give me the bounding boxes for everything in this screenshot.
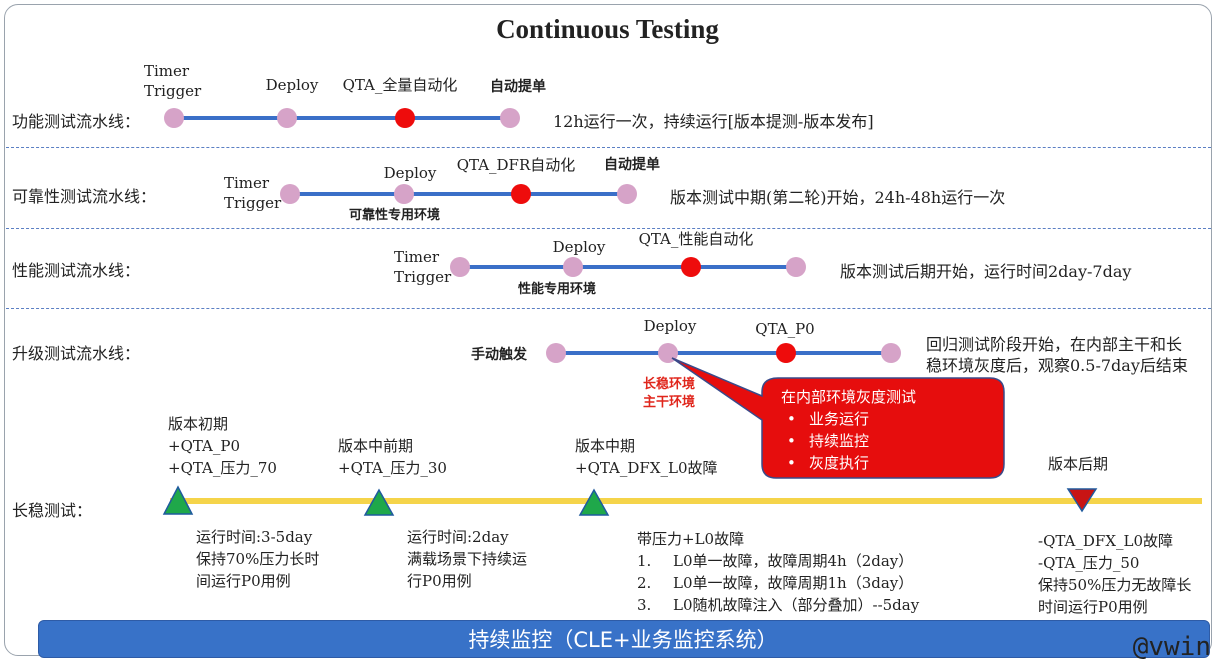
row-separator xyxy=(6,308,1211,309)
stage-label-qta: QTA_全量自动化 xyxy=(342,76,458,94)
row-separator xyxy=(6,228,1211,229)
stage-label-ticket: 自动提单 xyxy=(490,79,546,95)
diagram-title: Continuous Testing xyxy=(496,14,719,44)
stage-label-deploy: Deploy xyxy=(643,317,697,335)
phase-bottom-list-item: 2.L0单一故障，故障周期1h（3day） xyxy=(637,574,914,592)
pipeline-note-functional: 12h运行一次，持续运行[版本提测-版本发布] xyxy=(553,112,874,131)
longrun-label: 长稳测试： xyxy=(12,501,93,520)
stage-node-ticket xyxy=(617,184,637,204)
stage-node-deploy xyxy=(394,184,414,204)
stage-node-qta xyxy=(511,184,531,204)
phase-bottom-line: 间运行P0用例 xyxy=(196,572,291,590)
stage-node-end xyxy=(881,343,901,363)
phase-top-line: 版本中前期 xyxy=(338,437,414,455)
phase-marker-start xyxy=(162,485,194,515)
stage-label-manual-trigger: 手动触发 xyxy=(471,347,527,363)
stage-label-deploy: Deploy xyxy=(265,76,319,94)
phase-bottom-line: 运行时间:3-5day xyxy=(196,528,313,546)
phase-top-line: +QTA_压力_70 xyxy=(168,459,277,477)
phase-bottom-mid: 带压力+L0故障 1.L0单一故障，故障周期4h（2day） 2.L0单一故障，… xyxy=(637,528,919,616)
stage-label-timer: Timer Trigger xyxy=(224,174,282,212)
watermark-text: @vwin xyxy=(1132,632,1211,662)
phase-marker-start xyxy=(578,488,610,516)
env-label-reliability: 可靠性专用环境 xyxy=(349,208,441,223)
phase-top-line: 版本中期 xyxy=(575,437,636,455)
pipeline-label-functional: 功能测试流水线： xyxy=(12,112,141,131)
row-separator xyxy=(6,147,1211,148)
callout-item: 灰度执行 xyxy=(787,452,916,474)
monitor-bar-label: 持续监控（CLE+业务监控系统） xyxy=(468,628,778,652)
phase-bottom-list-item: 1.L0单一故障，故障周期4h（2day） xyxy=(637,552,914,570)
pipeline-label-reliability: 可靠性测试流水线： xyxy=(12,187,157,206)
stage-node-timer xyxy=(280,184,300,204)
env-label-upgrade: 长稳环境 主干环境 xyxy=(643,377,696,410)
phase-bottom-early: 运行时间:3-5day 保持70%压力长时 间运行P0用例 xyxy=(196,526,319,592)
stage-label-qta: QTA_DFR自动化 xyxy=(456,156,576,174)
pipeline-label-performance: 性能测试流水线： xyxy=(12,261,141,280)
callout-content: 在内部环境灰度测试 业务运行 持续监控 灰度执行 xyxy=(781,386,916,474)
phase-bottom-list-text: L0单一故障，故障周期4h（2day） xyxy=(673,552,914,570)
phase-top-late: 版本后期 xyxy=(1048,453,1108,475)
phase-bottom-early-mid: 运行时间:2day 满载场景下持续运 行P0用例 xyxy=(407,526,527,592)
phase-bottom-line: 保持50%压力无故障长 xyxy=(1038,576,1192,594)
phase-top-early-mid: 版本中前期 +QTA_压力_30 xyxy=(338,435,447,479)
pipeline-note-performance: 版本测试后期开始，运行时间2day-7day xyxy=(840,262,1132,281)
phase-bottom-list-text: L0随机故障注入（部分叠加）--5day xyxy=(673,596,920,614)
pipeline-label-upgrade: 升级测试流水线： xyxy=(12,344,141,363)
phase-marker-end xyxy=(1066,488,1098,513)
callout-title: 在内部环境灰度测试 xyxy=(781,388,917,406)
phase-bottom-line: 时间运行P0用例 xyxy=(1038,598,1148,616)
stage-label-deploy: Deploy xyxy=(552,238,606,256)
stage-node-manual xyxy=(546,343,566,363)
pipeline-note-upgrade-line1: 回归测试阶段开始，在内部主干和长 xyxy=(926,335,1183,354)
phase-top-line: +QTA_压力_30 xyxy=(338,459,447,477)
callout-item: 持续监控 xyxy=(787,430,916,452)
phase-top-line: +QTA_P0 xyxy=(168,437,241,455)
phase-top-early: 版本初期 +QTA_P0 +QTA_压力_70 xyxy=(168,413,277,479)
stage-node-qta xyxy=(395,108,415,128)
stage-label-timer: Timer Trigger xyxy=(394,248,452,286)
phase-bottom-list-item: 3.L0随机故障注入（部分叠加）--5day xyxy=(637,596,920,614)
pipeline-note-upgrade-line2: 稳环境灰度后，观察0.5-7day后结束 xyxy=(926,356,1188,375)
phase-marker-start xyxy=(363,488,395,516)
stage-node-qta xyxy=(776,343,796,363)
stage-label-qta: QTA_性能自动化 xyxy=(638,230,754,248)
phase-top-line: 版本后期 xyxy=(1048,455,1109,473)
env-label-performance: 性能专用环境 xyxy=(518,282,597,297)
diagram-frame xyxy=(4,4,1212,656)
stage-node-qta xyxy=(681,257,701,277)
stage-node-end xyxy=(786,257,806,277)
phase-bottom-late: -QTA_DFX_L0故障 -QTA_压力_50 保持50%压力无故障长 时间运… xyxy=(1038,530,1191,618)
stage-label-timer: Timer Trigger xyxy=(144,62,202,100)
stage-label-qta: QTA_P0 xyxy=(755,320,815,338)
pipeline-note-reliability: 版本测试中期(第二轮)开始，24h-48h运行一次 xyxy=(670,188,1006,207)
stage-node-ticket xyxy=(500,108,520,128)
phase-top-mid: 版本中期 +QTA_DFX_L0故障 xyxy=(575,435,718,479)
stage-label-ticket: 自动提单 xyxy=(604,157,660,173)
stage-node-deploy xyxy=(277,108,297,128)
phase-bottom-line: -QTA_DFX_L0故障 xyxy=(1038,532,1174,550)
phase-bottom-line: 满载场景下持续运 xyxy=(407,550,528,568)
phase-bottom-line: 行P0用例 xyxy=(407,572,472,590)
phase-bottom-line: 运行时间:2day xyxy=(407,528,509,546)
stage-label-deploy: Deploy xyxy=(383,164,437,182)
monitor-bar xyxy=(38,620,1210,658)
phase-bottom-line: 保持70%压力长时 xyxy=(196,550,320,568)
phase-top-line: +QTA_DFX_L0故障 xyxy=(575,459,718,477)
phase-top-line: 版本初期 xyxy=(168,415,229,433)
phase-bottom-line: -QTA_压力_50 xyxy=(1038,554,1140,572)
stage-node-deploy xyxy=(563,257,583,277)
phase-bottom-title: 带压力+L0故障 xyxy=(637,530,745,548)
stage-node-timer xyxy=(450,257,470,277)
stage-node-timer xyxy=(164,108,184,128)
callout-item: 业务运行 xyxy=(787,408,916,430)
phase-bottom-list-text: L0单一故障，故障周期1h（3day） xyxy=(673,574,914,592)
